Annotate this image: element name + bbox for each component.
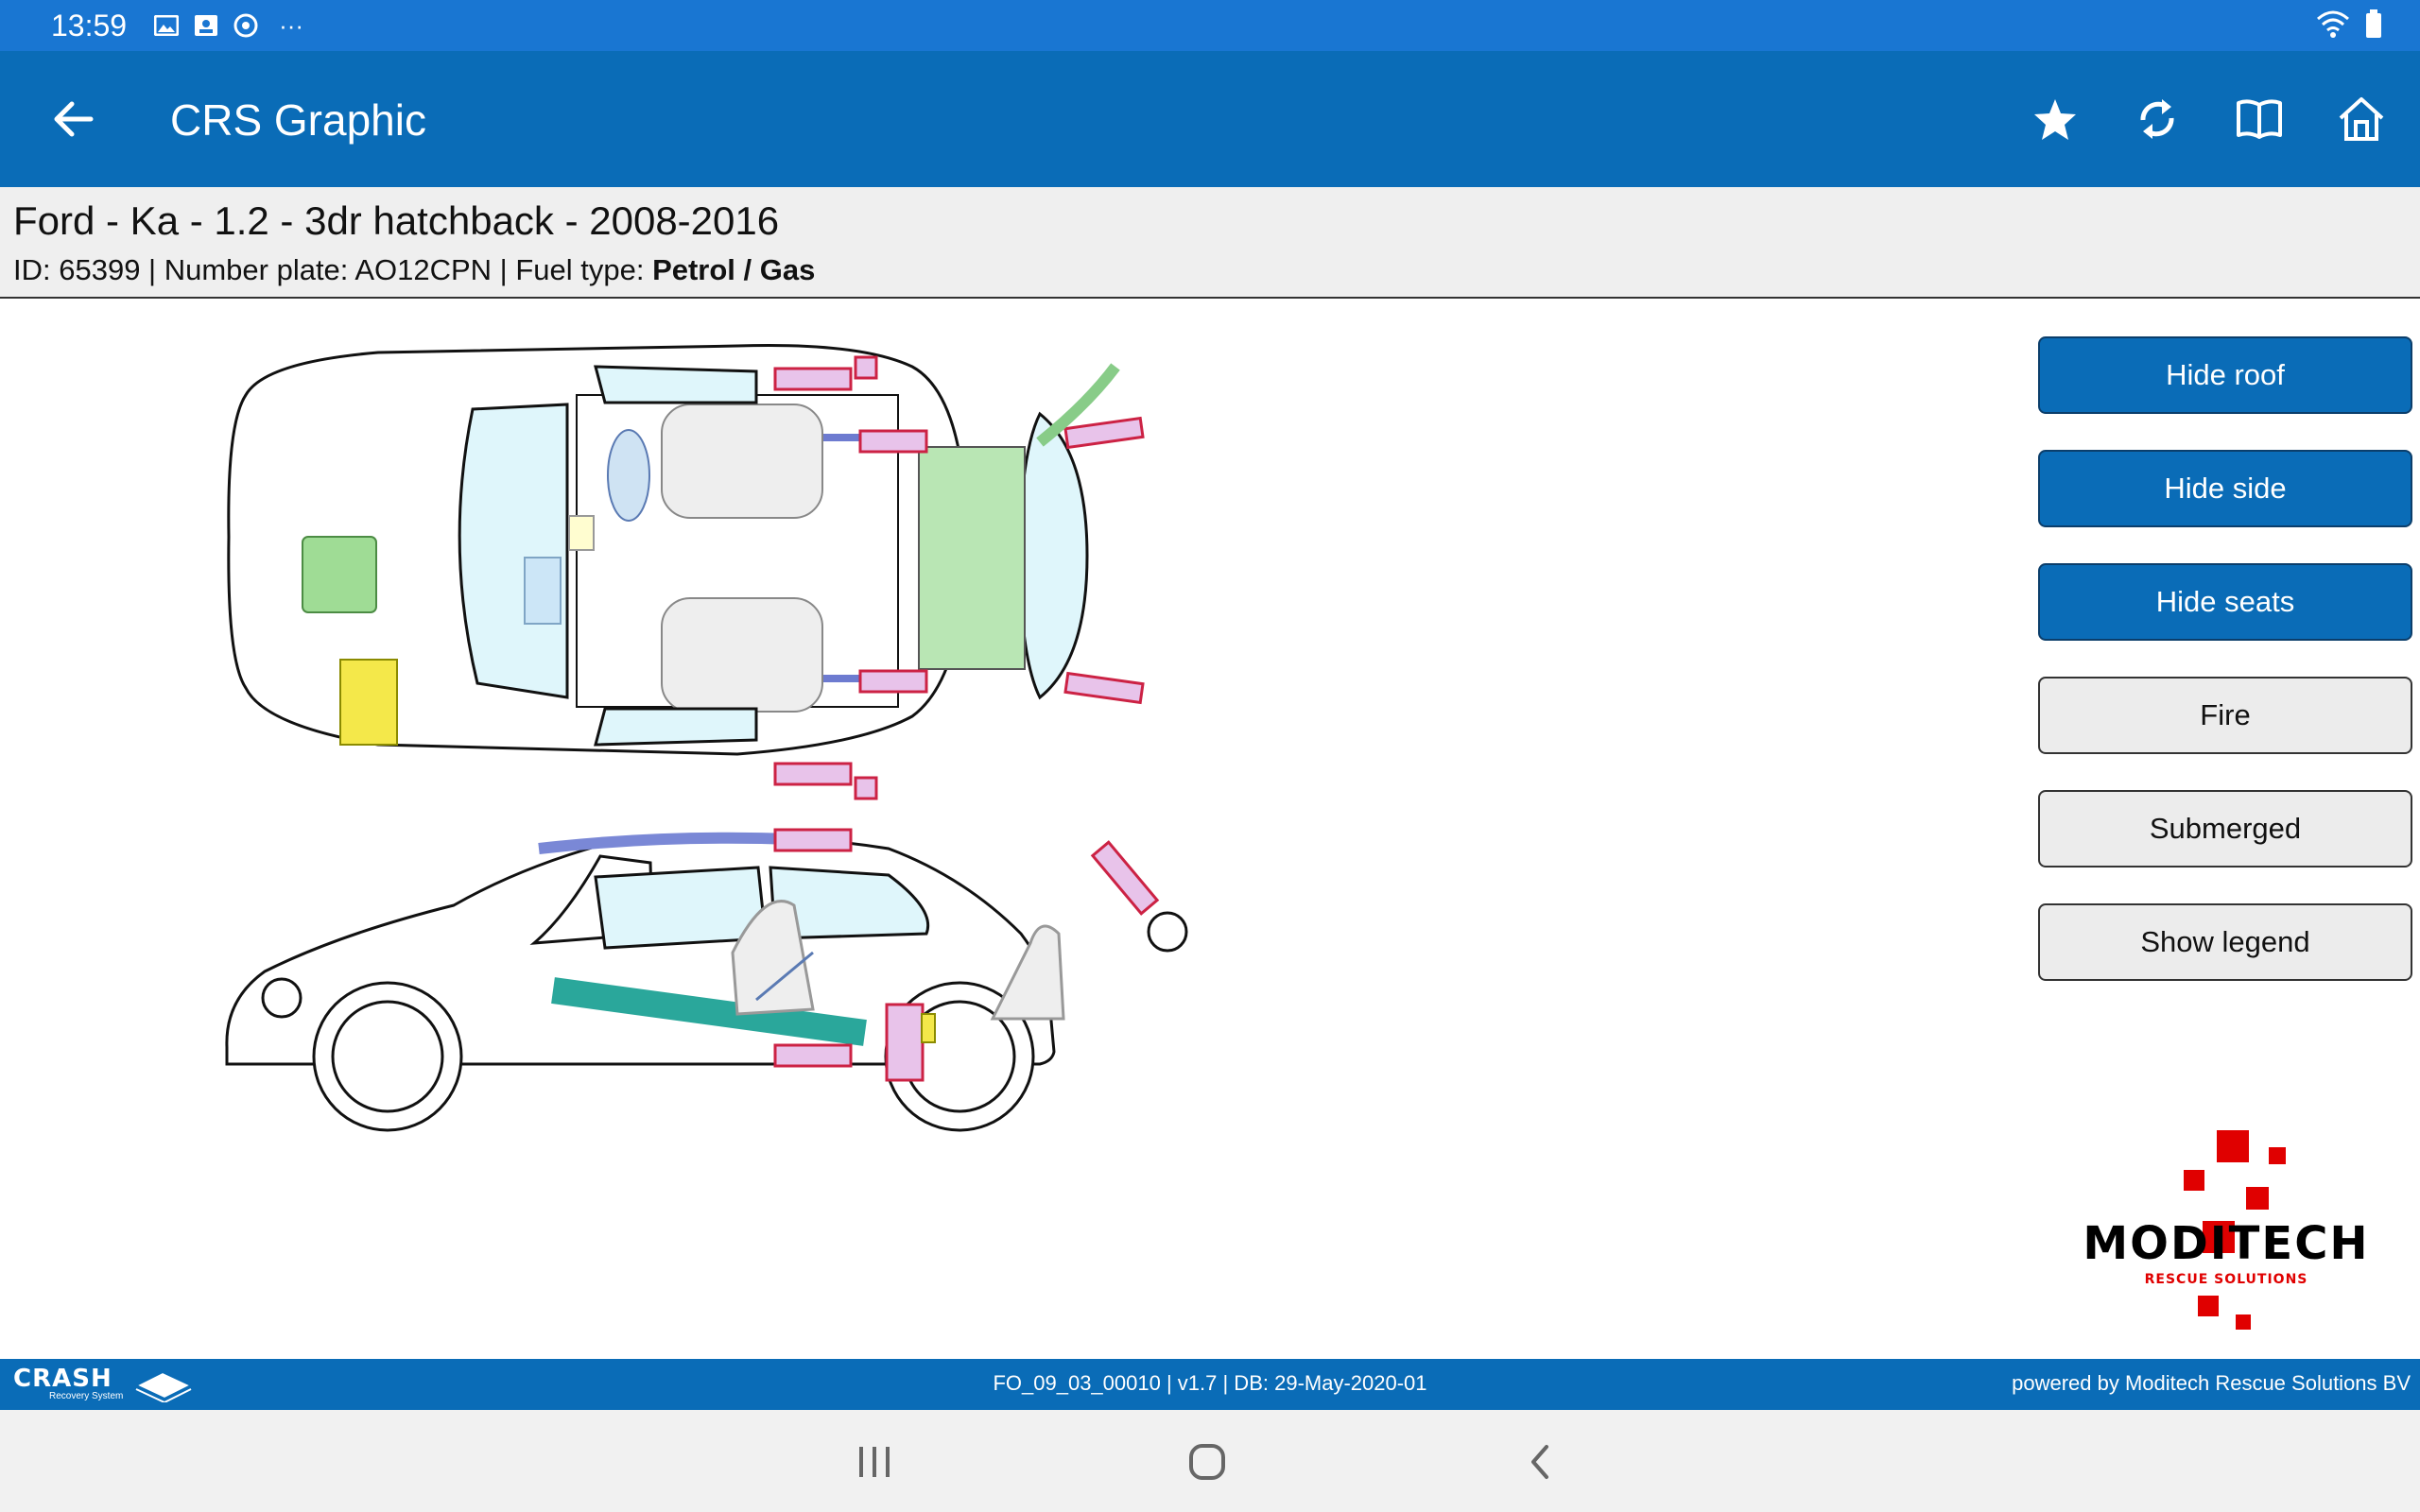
car-diagram[interactable] (208, 301, 1257, 1359)
car-top-view (227, 343, 1145, 800)
footer-bar: CRASH Recovery System FO_09_03_00010 | v… (0, 1359, 2420, 1410)
vehicle-info: Ford - Ka - 1.2 - 3dr hatchback - 2008-2… (0, 187, 2420, 299)
crash-logo-name: CRASH (13, 1365, 112, 1393)
nav-back-icon[interactable] (1512, 1438, 1568, 1486)
car-side-view (225, 828, 1188, 1132)
logo-brand: MODITECH (2083, 1217, 2370, 1270)
book-icon[interactable] (2229, 89, 2290, 149)
home-circle-icon[interactable] (1179, 1438, 1236, 1486)
app-bar: CRS Graphic (0, 51, 2420, 187)
recent-apps-icon[interactable] (846, 1438, 903, 1486)
vehicle-id-plate: ID: 65399 | Number plate: AO12CPN | Fuel… (13, 253, 653, 286)
image-icon (153, 13, 180, 38)
crash-logo: CRASH Recovery System (11, 1365, 193, 1404)
chrome-icon (233, 13, 259, 38)
rescue-sheet-canvas (0, 301, 2420, 1359)
version-info: FO_09_03_00010 | v1.7 | DB: 29-May-2020-… (993, 1371, 1427, 1395)
home-icon[interactable] (2331, 89, 2392, 149)
notification-icons: ··· (153, 10, 310, 40)
submerged-button[interactable]: Submerged (2038, 790, 2412, 868)
hide-roof-button[interactable]: Hide roof (2038, 336, 2412, 414)
hide-seats-button[interactable]: Hide seats (2038, 563, 2412, 641)
status-bar: 13:59 ··· (0, 0, 2420, 51)
logo-tagline: RESCUE SOLUTIONS (2144, 1272, 2308, 1287)
battery-icon (2365, 9, 2382, 43)
hide-side-button[interactable]: Hide side (2038, 450, 2412, 527)
refresh-icon[interactable] (2127, 89, 2187, 149)
android-nav-bar (0, 1410, 2420, 1512)
fuel-type: Petrol / Gas (652, 253, 816, 286)
moditech-logo: MODITECH RESCUE SOLUTIONS (2070, 1130, 2382, 1338)
wifi-icon (2316, 9, 2350, 43)
status-time: 13:59 (51, 8, 128, 43)
view-controls: Hide roof Hide side Hide seats Fire Subm… (2038, 336, 2414, 1017)
star-icon[interactable] (2025, 89, 2085, 149)
vehicle-meta: ID: 65399 | Number plate: AO12CPN | Fuel… (13, 253, 815, 287)
fire-button[interactable]: Fire (2038, 677, 2412, 754)
powered-by: powered by Moditech Rescue Solutions BV (2012, 1371, 2411, 1395)
vehicle-title: Ford - Ka - 1.2 - 3dr hatchback - 2008-2… (13, 198, 780, 243)
back-arrow-icon[interactable] (47, 93, 100, 146)
show-legend-button[interactable]: Show legend (2038, 903, 2412, 981)
crash-logo-sub: Recovery System (49, 1391, 124, 1401)
overflow-dots: ··· (279, 10, 304, 40)
screenshot-icon (193, 13, 219, 38)
page-title: CRS Graphic (170, 95, 426, 145)
